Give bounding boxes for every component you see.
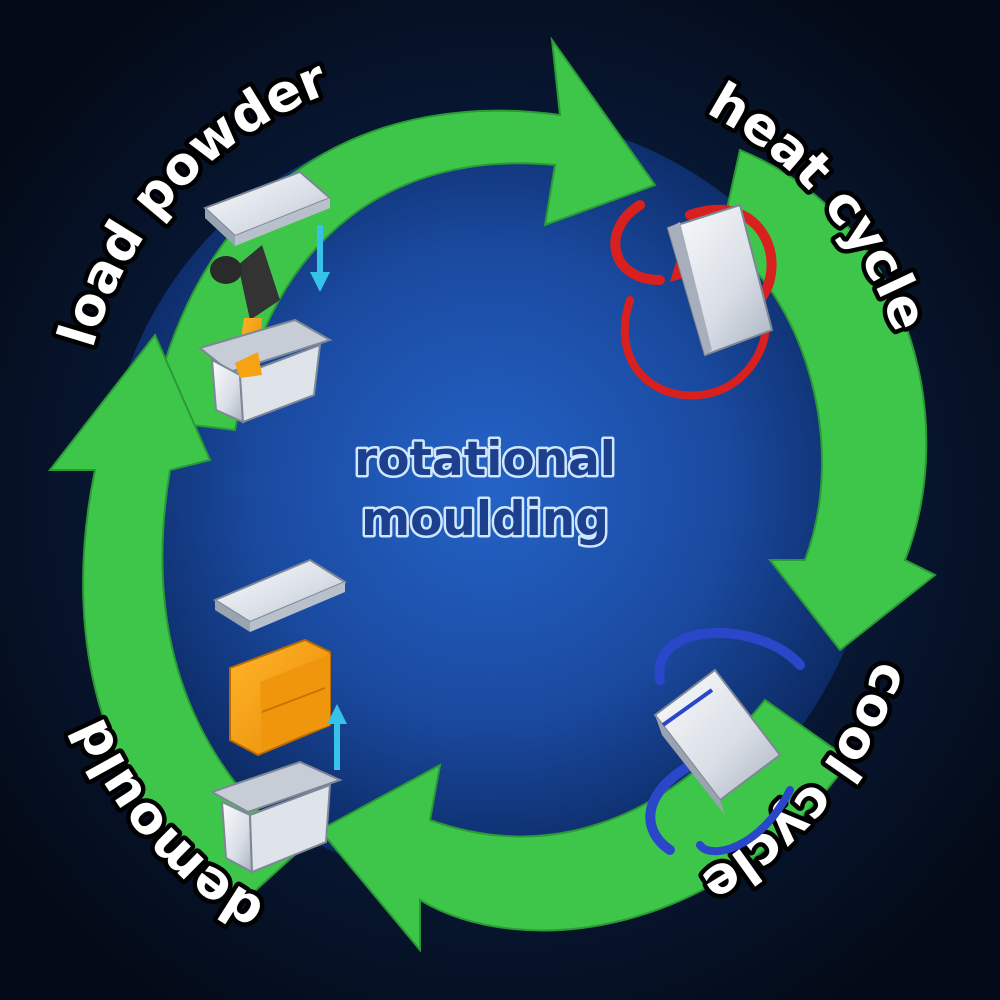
center-title-line2: moulding [361, 492, 609, 547]
cooled-mould-icon [645, 628, 805, 856]
mould-lid-icon [212, 558, 348, 632]
arrow-demould-to-load [47, 333, 302, 902]
heated-mould-icon [610, 200, 777, 400]
moulded-part-icon [229, 638, 331, 757]
up-arrow-icon [327, 704, 347, 770]
down-arrow-icon [310, 225, 330, 292]
center-title-line1: rotational [354, 432, 616, 487]
open-mould-icon [197, 318, 333, 424]
mould-lid-icon [203, 170, 332, 246]
open-mould-icon [209, 760, 343, 874]
